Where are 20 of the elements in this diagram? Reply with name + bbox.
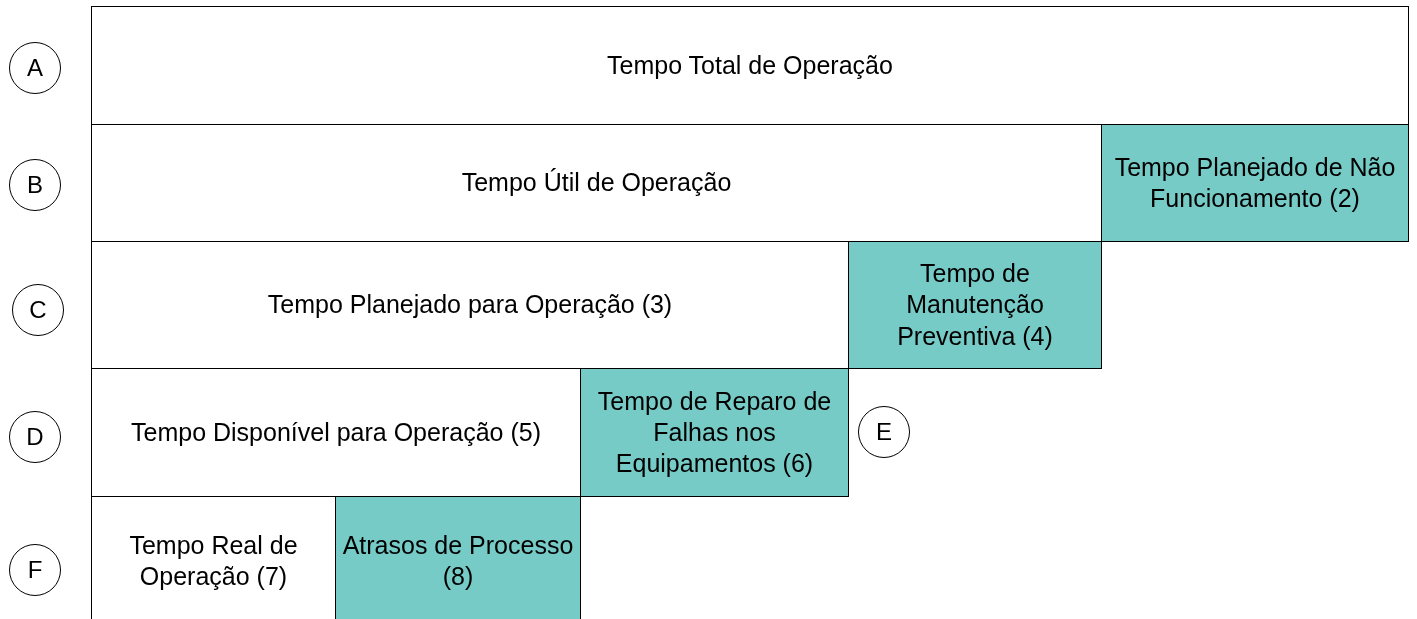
bar-label: Tempo Útil de Operação — [461, 167, 732, 199]
loss-time-bar — [848, 241, 1102, 369]
bar-label: D — [26, 422, 44, 452]
bar-label: Tempo de Manutenção Preventiva (4) — [896, 258, 1054, 352]
bar-label: Tempo Planejado para Operação (3) — [267, 289, 673, 321]
bar-label: B — [27, 170, 43, 200]
bar-label: C — [29, 295, 47, 325]
bar-label: Tempo de Reparo de Falhas nos Equipamentos (6) — [596, 385, 833, 480]
bar-label: Tempo Disponível para Operação (5) — [131, 416, 541, 448]
bar-label: A — [27, 53, 43, 83]
bar-label: Tempo Total de Operação — [607, 49, 893, 81]
bar-label: Atrasos de Processo (8) — [341, 529, 575, 592]
loss-time-bar — [580, 368, 849, 497]
loss-time-bar — [1101, 124, 1409, 242]
bar-label: F — [27, 555, 43, 585]
bar-label: Tempo Planejado de Não Funcionamento (2) — [1113, 151, 1397, 214]
bar-label: E — [876, 417, 892, 447]
loss-time-bar — [335, 496, 581, 619]
bar-label: Tempo Real de Operação (7) — [128, 529, 299, 592]
time-bar — [91, 6, 1409, 125]
